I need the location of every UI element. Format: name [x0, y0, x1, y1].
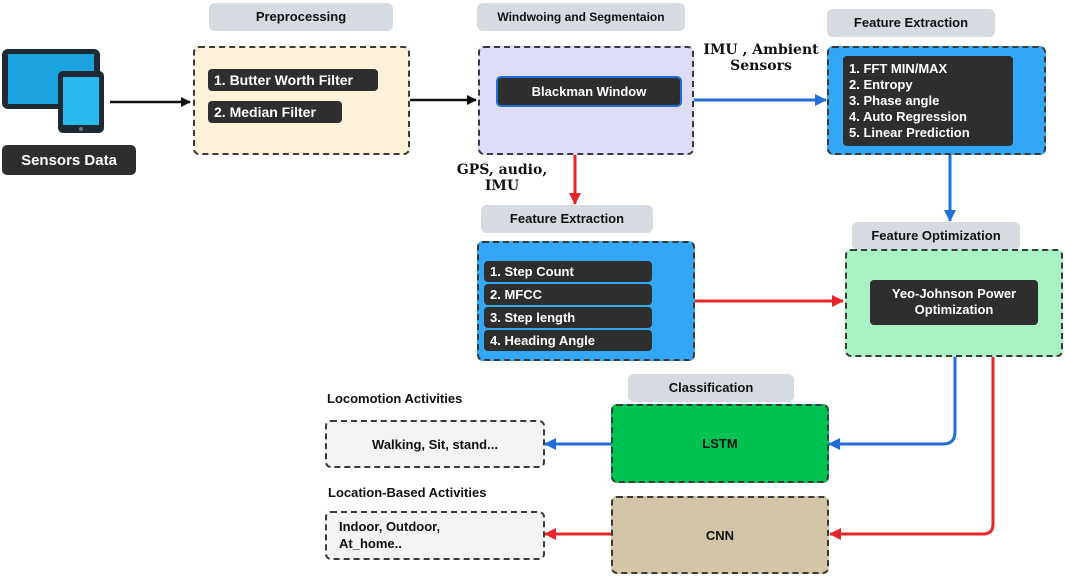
- tablet-phone-icon: [2, 49, 104, 133]
- preprocessing-step-1: 1. Butter Worth Filter: [208, 69, 378, 91]
- preprocessing-title: Preprocessing: [209, 3, 393, 31]
- imu-ambient-label: IMU , Ambient Sensors: [703, 42, 819, 74]
- feature-item-auto-regression: 4. Auto Regression: [849, 109, 967, 124]
- windowing-title: Windwoing and Segmentaion: [477, 3, 685, 31]
- locomotion-title: Locomotion Activities: [327, 391, 463, 406]
- blackman-window-label: Blackman Window: [496, 76, 682, 107]
- feature-item-phase-angle: 3. Phase angle: [849, 93, 940, 108]
- classification-title: Classification: [628, 374, 794, 402]
- feature-item-step-count: 1. Step Count: [484, 261, 652, 282]
- yeo-johnson-label: Yeo-Johnson Power Optimization: [870, 280, 1038, 325]
- lstm-box: LSTM: [611, 404, 829, 483]
- feature-item-mfcc: 2. MFCC: [484, 284, 652, 305]
- cnn-box: CNN: [611, 496, 829, 574]
- locomotion-examples-box: Walking, Sit, stand...: [325, 420, 545, 468]
- feature-item-linear-prediction: 5. Linear Prediction: [849, 125, 970, 140]
- feature-item-fft: 1. FFT MIN/MAX: [849, 61, 948, 76]
- location-title: Location-Based Activities: [328, 485, 487, 500]
- feature-item-entropy: 2. Entropy: [849, 77, 913, 92]
- sensors-data-label: Sensors Data: [2, 145, 136, 175]
- feature-item-step-length: 3. Step length: [484, 307, 652, 328]
- location-examples-box: Indoor, Outdoor, At_home..: [325, 511, 545, 560]
- feature-extraction-top-title: Feature Extraction: [827, 9, 995, 37]
- preprocessing-step-2: 2. Median Filter: [208, 101, 342, 123]
- feature-item-heading-angle: 4. Heading Angle: [484, 330, 652, 351]
- feature-optimization-title: Feature Optimization: [852, 222, 1020, 250]
- feature-extraction-bottom-title: Feature Extraction: [481, 205, 653, 233]
- arrow-optimization-to-cnn: [829, 357, 995, 540]
- arrow-optimization-to-lstm: [828, 357, 957, 450]
- gps-audio-imu-label: GPS, audio, IMU: [456, 162, 548, 194]
- preprocessing-box: [193, 46, 410, 155]
- feature-extraction-top-list: 1. FFT MIN/MAX 2. Entropy 3. Phase angle…: [843, 56, 1013, 146]
